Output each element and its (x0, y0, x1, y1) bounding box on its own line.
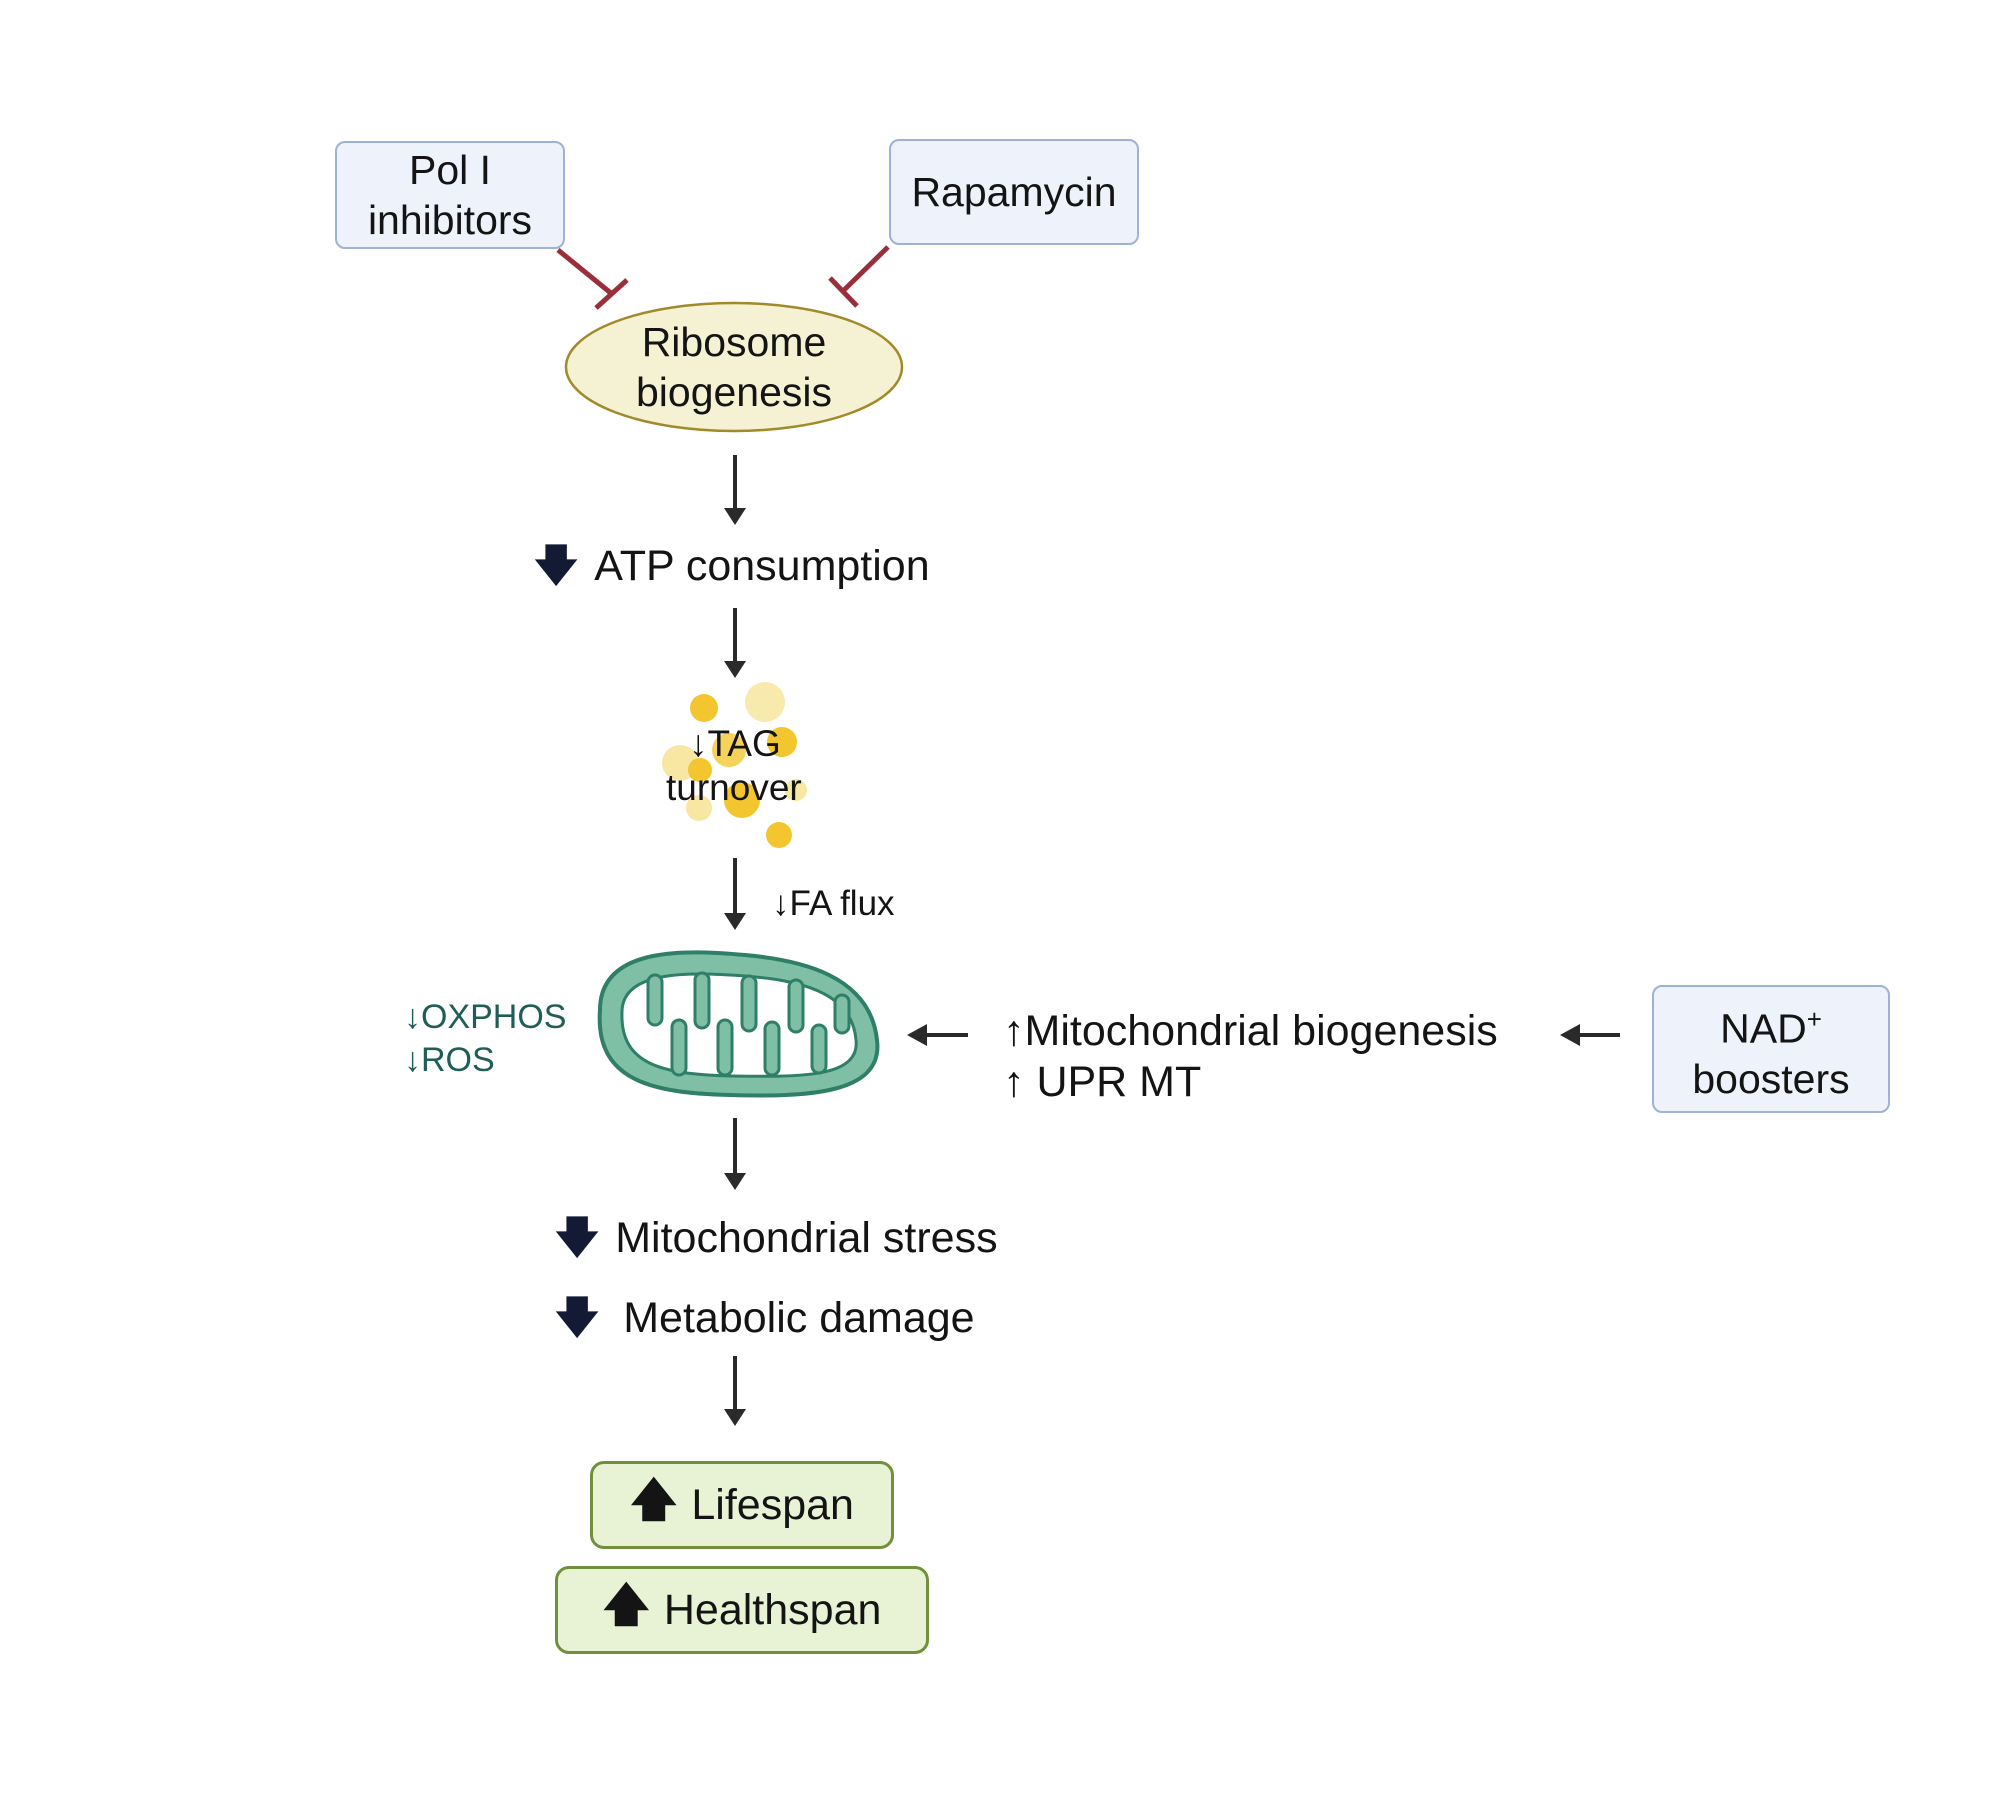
metabolic-damage: 🡇 Metabolic damage (555, 1287, 975, 1360)
pol-i-line1: Pol I (408, 147, 492, 193)
ribosome-label: Ribosome biogenesis (566, 317, 902, 417)
damage-label: Metabolic damage (623, 1294, 975, 1342)
rapamycin-box: Rapamycin (889, 139, 1139, 245)
atp-label: ATP consumption (594, 542, 930, 590)
stress-label: Mitochondrial stress (615, 1214, 998, 1262)
nad-boosters-box: NAD+ boosters (1652, 985, 1890, 1113)
mitochondrial-stress: 🡇 Mitochondrial stress (555, 1207, 998, 1280)
lifespan-label: Lifespan (691, 1480, 854, 1529)
tag-turnover: ↓TAG turnover (666, 722, 802, 810)
ribosome-line1: Ribosome (641, 319, 827, 365)
fa-flux-label: ↓FA flux (772, 884, 895, 923)
tag-line1: ↓TAG (688, 723, 781, 764)
down-arrow-icon: 🡇 (555, 1214, 600, 1262)
mito-biogenesis-block: ↑Mitochondrial biogenesis ↑ UPR MT (1003, 1006, 1498, 1108)
atp-consumption: 🡇 ATP consumption (534, 535, 930, 608)
healthspan-box: 🡅 Healthspan (555, 1566, 929, 1654)
nad-line1: NAD+ (1720, 994, 1822, 1054)
down-arrow-icon: 🡇 (555, 1294, 600, 1342)
pol-i-line2: inhibitors (367, 197, 533, 243)
rapamycin-label: Rapamycin (911, 169, 1117, 215)
nad-line2: boosters (1692, 1055, 1850, 1102)
oxphos-label: ↓OXPHOS (404, 998, 567, 1036)
nad-superscript: + (1806, 1004, 1822, 1035)
ribosome-line2: biogenesis (635, 369, 833, 415)
rapamycin-inhibition-edge (828, 245, 890, 308)
lifespan-box: 🡅 Lifespan (590, 1461, 894, 1549)
ros-label: ↓ROS (404, 1041, 495, 1079)
tag-line2: turnover (666, 767, 802, 808)
healthspan-label: Healthspan (663, 1585, 882, 1634)
down-arrow-icon: 🡇 (534, 542, 579, 590)
pol-i-inhibitors-box: Pol I inhibitors (335, 141, 565, 249)
ribosome-oval (564, 301, 904, 433)
mitochondrion-icon (597, 950, 880, 1098)
lipid-droplets (662, 682, 807, 848)
up-arrow-icon: 🡅 (602, 1578, 650, 1630)
up-arrow-icon: 🡅 (630, 1473, 678, 1525)
upr-mt-label: ↑ UPR MT (1003, 1058, 1202, 1106)
mito-biogenesis-label: ↑Mitochondrial biogenesis (1003, 1007, 1498, 1055)
nad-label: NAD (1720, 1005, 1807, 1052)
mito-effects: ↓OXPHOS ↓ROS (404, 996, 566, 1082)
pol-i-inhibition-edge (556, 248, 629, 310)
